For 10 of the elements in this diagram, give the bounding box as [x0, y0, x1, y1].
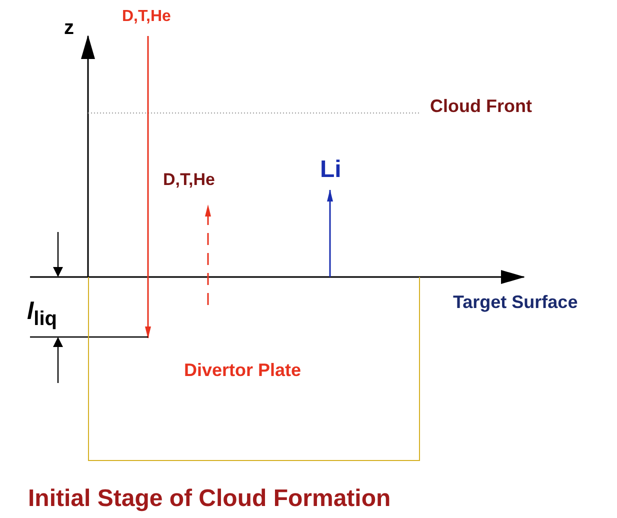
cloud-front-label: Cloud Front: [430, 97, 532, 115]
particle-label: D,T,He: [163, 171, 215, 188]
plate-box: [88, 277, 420, 461]
axis-label: z: [64, 18, 74, 38]
plate-label: Divertor Plate: [184, 361, 302, 379]
particle-label: Li: [320, 158, 342, 182]
diagram-title: Initial Stage of Cloud Formation: [28, 487, 391, 511]
particle-label: D,T,He: [122, 9, 171, 25]
surface-label: Target Surface: [453, 293, 578, 311]
dimension-label: l$_{liq}$: [27, 300, 58, 329]
